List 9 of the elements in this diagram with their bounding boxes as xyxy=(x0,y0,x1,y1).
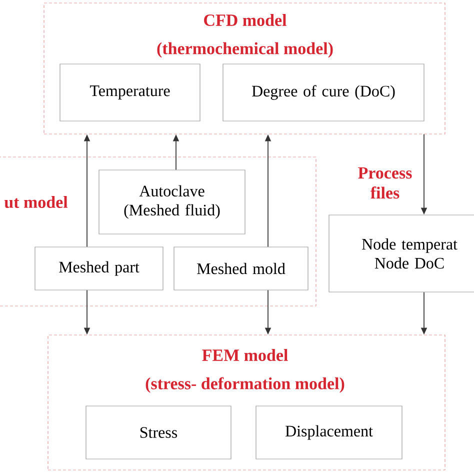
text-box: Stress xyxy=(86,406,232,460)
text-box: Autoclave (Meshed fluid) xyxy=(98,170,246,234)
text-box: Displacement xyxy=(256,406,402,460)
text-box: Meshed mold xyxy=(174,246,308,290)
text-box: Degree of cure (DoC) xyxy=(222,64,424,122)
text-box: Node temperat Node DoC xyxy=(328,214,474,292)
text-box: Meshed part xyxy=(34,246,164,290)
text-box: Temperature xyxy=(60,64,200,122)
edge-label: Process files xyxy=(358,167,412,199)
